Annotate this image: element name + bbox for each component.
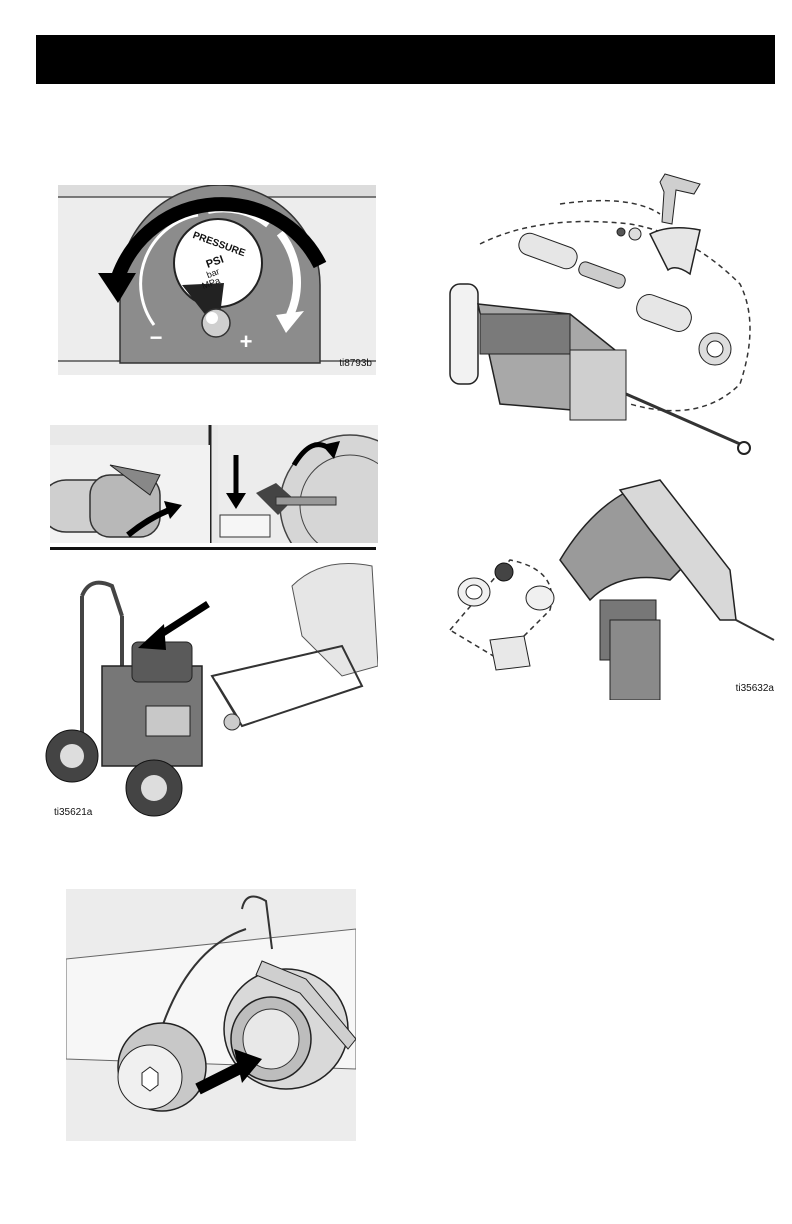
- pressure-knob-figure: PRESSURE PSI bar MPa − + ti8793b: [58, 185, 376, 375]
- hose-connection-figure: [50, 425, 378, 543]
- hose-connection-illustration: [50, 425, 378, 543]
- gun-cleaning-kit-illustration: [440, 164, 760, 466]
- pressure-knob-illustration: PRESSURE PSI bar MPa − +: [58, 185, 376, 375]
- clamp-cap-figure: [66, 889, 356, 1141]
- clamp-cap-illustration: [66, 889, 356, 1141]
- knob-minus-symbol: −: [150, 325, 163, 350]
- knob-plus-symbol: +: [240, 329, 253, 354]
- pressure-knob-figure-label: ti8793b: [339, 358, 372, 369]
- spray-gun-illustration: [440, 470, 778, 700]
- sprayer-cart-figure-label: ti35621a: [54, 807, 92, 818]
- section-header-bar: [36, 35, 775, 84]
- section-title: [36, 35, 60, 59]
- gun-cleaning-kit-figure: [440, 164, 760, 466]
- figure-divider-rule: [50, 547, 376, 550]
- spray-gun-figure-label: ti35632a: [736, 683, 774, 694]
- spray-gun-figure: ti35632a: [440, 470, 778, 700]
- sprayer-cart-figure: ti35621a: [42, 556, 378, 822]
- sprayer-cart-illustration: [42, 556, 378, 822]
